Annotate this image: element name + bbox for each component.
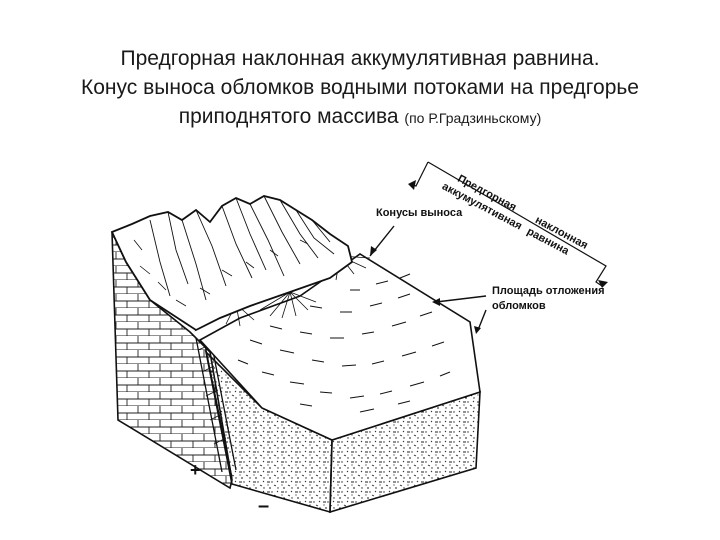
diagram-title: Предгорная наклонная аккумулятивная равн…	[0, 44, 720, 133]
title-line-1: Предгорная наклонная аккумулятивная равн…	[120, 47, 600, 70]
plain-surface	[198, 253, 481, 441]
subsidence-sign: –	[258, 495, 269, 517]
title-line-3-main: приподнятого массива	[178, 105, 399, 128]
label-deposit-line-2: обломков	[492, 300, 546, 312]
title-line-2: Конус выноса обломков водными потоками н…	[81, 76, 639, 99]
mountain-ridge	[110, 195, 354, 332]
arrow-cones	[369, 225, 395, 257]
title-author-note: (по Р.Градзиньскому)	[404, 110, 542, 126]
title-line-3: приподнятого массива (по Р.Градзиньскому…	[0, 102, 720, 133]
bracket-plain	[408, 161, 608, 288]
sediment-front-face	[204, 349, 481, 514]
arrow-deposit	[432, 295, 487, 334]
uplift-sign: +	[190, 460, 201, 480]
label-deposit-line-1: Площадь отложения	[492, 285, 605, 297]
label-cones: Конусы выноса	[376, 207, 463, 219]
